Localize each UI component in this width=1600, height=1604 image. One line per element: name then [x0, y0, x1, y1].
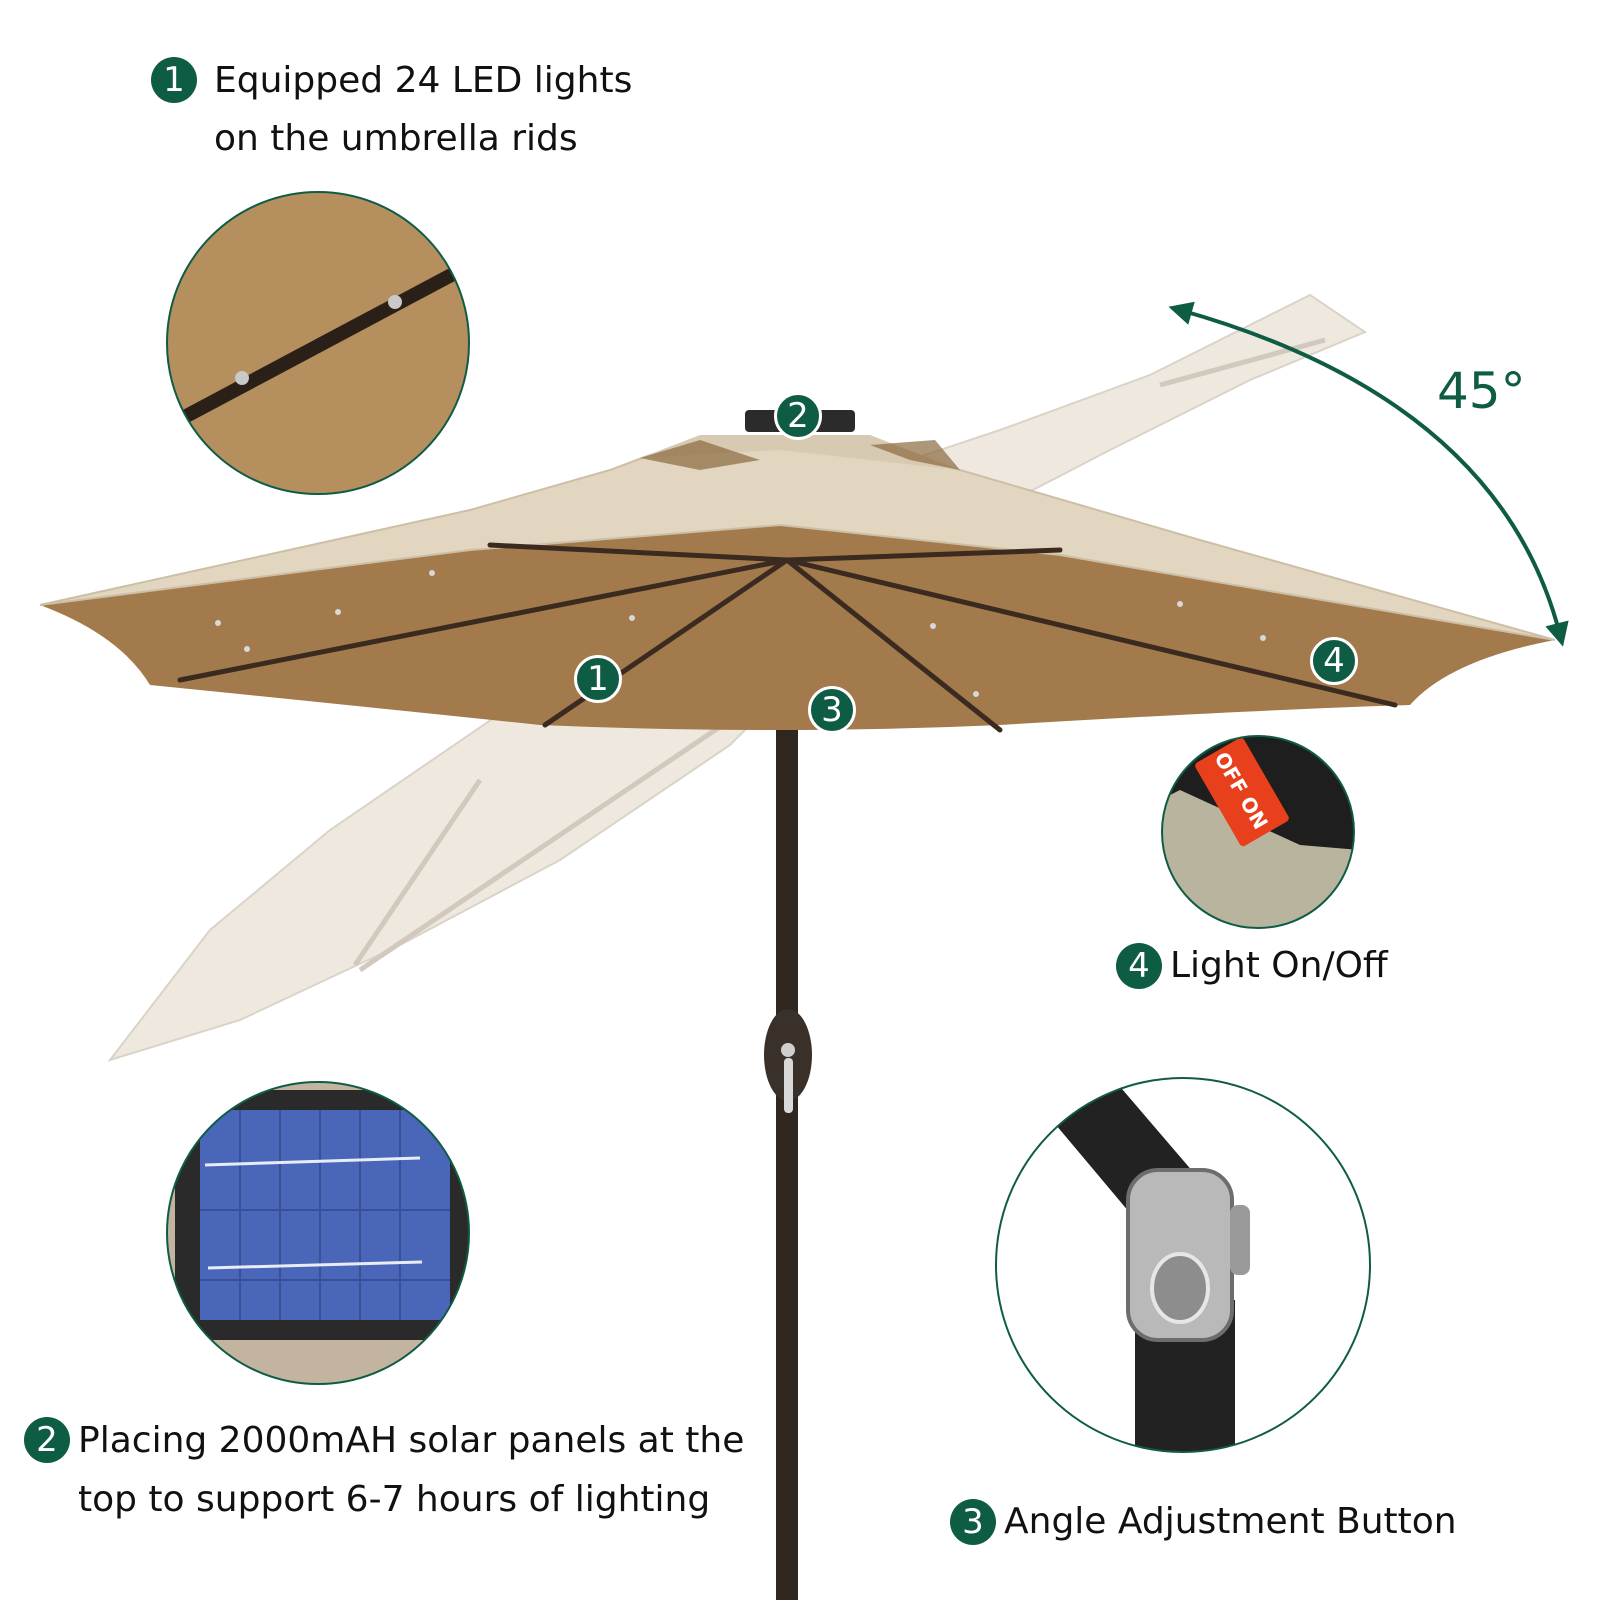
feature-1-line-1: Equipped 24 LED lights	[214, 60, 633, 101]
crank-housing	[764, 1009, 812, 1113]
led-rib-inset	[166, 191, 470, 495]
feature-4-badge: 4	[1116, 943, 1162, 989]
angle-label: 45°	[1437, 362, 1526, 420]
feature-1-line-2: on the umbrella rids	[214, 118, 578, 159]
marker-4: 4	[1310, 637, 1358, 685]
marker-3: 3	[808, 686, 856, 734]
feature-4-line-1: Light On/Off	[1170, 945, 1388, 986]
feature-3-line-1: Angle Adjustment Button	[1004, 1501, 1457, 1542]
solar-panel-inset	[166, 1081, 470, 1385]
feature-2-line-1: Placing 2000mAH solar panels at the	[78, 1420, 745, 1461]
feature-2-badge: 2	[24, 1417, 70, 1463]
marker-1: 1	[574, 655, 622, 703]
crank-inset	[995, 1077, 1371, 1453]
feature-3-badge: 3	[950, 1499, 996, 1545]
feature-1-badge: 1	[151, 57, 197, 103]
marker-2: 2	[774, 392, 822, 440]
feature-2-line-2: top to support 6-7 hours of lighting	[78, 1479, 711, 1520]
umbrella-canopy	[39, 410, 1556, 733]
angle-arrow	[1168, 301, 1569, 647]
switch-inset: OFF ON	[1161, 735, 1355, 929]
